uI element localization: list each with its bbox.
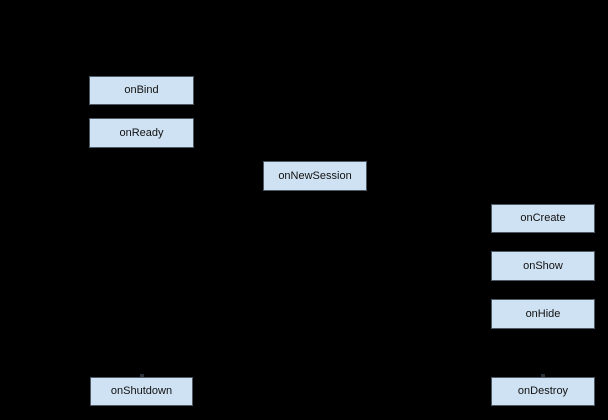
node-onshow: onShow: [491, 251, 595, 281]
arrowhead-tip-icon: [140, 374, 144, 377]
node-oncreate: onCreate: [491, 204, 595, 233]
node-onhide: onHide: [491, 299, 595, 329]
node-onbind: onBind: [89, 76, 194, 105]
node-ondestroy: onDestroy: [491, 377, 595, 406]
node-onnewsession: onNewSession: [263, 161, 367, 191]
node-onshutdown: onShutdown: [90, 377, 193, 406]
arrowhead-tip-icon: [541, 374, 545, 377]
node-onready: onReady: [89, 118, 194, 148]
